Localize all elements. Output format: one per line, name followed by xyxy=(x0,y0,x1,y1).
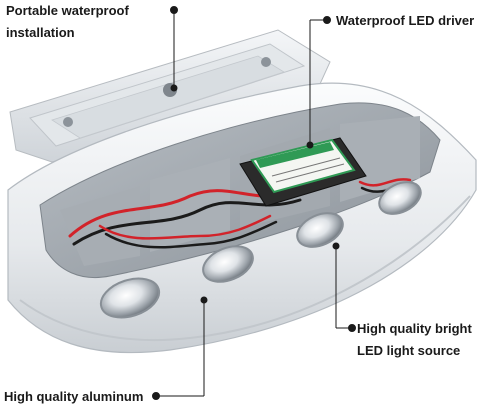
screw-hole-icon xyxy=(261,57,271,67)
label-line: Portable waterproof xyxy=(6,3,129,18)
led-light-sources xyxy=(99,181,422,319)
aluminum-label: High quality aluminum xyxy=(4,386,143,408)
label-line: LED light source xyxy=(357,343,461,358)
led-lens-icon xyxy=(296,212,344,248)
screw-hole-icon xyxy=(63,117,73,127)
led-light-source-label: High quality bright LED light source xyxy=(357,318,472,362)
label-line: High quality aluminum xyxy=(4,389,144,404)
led-driver xyxy=(239,137,367,207)
annotation-markers xyxy=(152,6,356,400)
label-line: Waterproof LED driver xyxy=(336,13,475,28)
led-lens-icon xyxy=(378,181,422,215)
led-driver-label: Waterproof LED driver xyxy=(336,10,474,32)
label-line: High quality bright xyxy=(357,321,472,336)
label-line: installation xyxy=(6,25,75,40)
portable-installation-label: Portable waterproof installation xyxy=(6,0,129,44)
led-lens-icon xyxy=(99,277,161,319)
mounting-plate xyxy=(9,29,331,163)
led-lens-icon xyxy=(202,245,254,283)
